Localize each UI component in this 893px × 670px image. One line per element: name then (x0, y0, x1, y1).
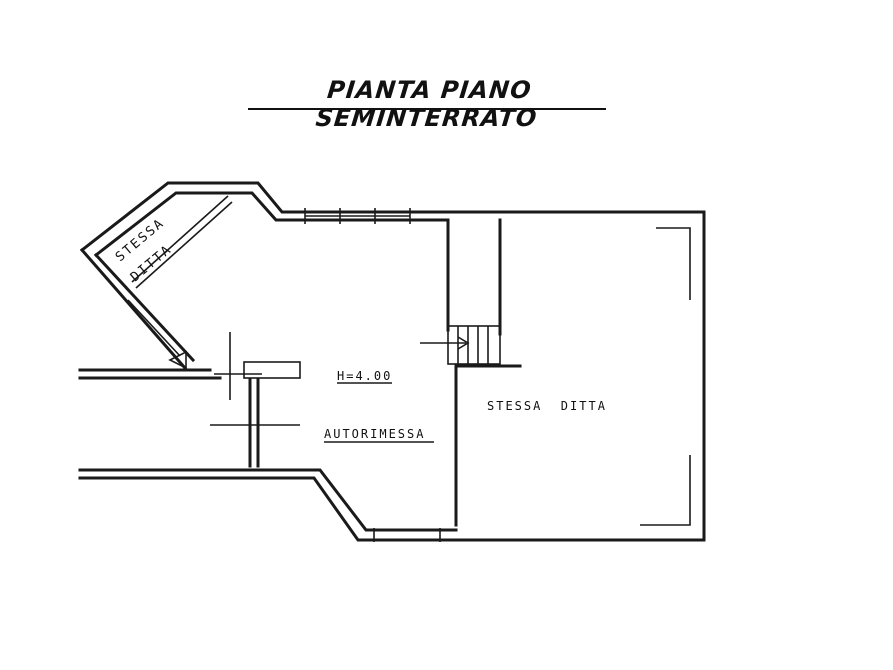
garage-label: AUTORIMESSA (324, 427, 425, 441)
stair (420, 325, 501, 365)
right-room-label: STESSA DITTA (487, 399, 607, 413)
height-label: H=4.00 (337, 369, 392, 383)
angled-room-walls (79, 181, 502, 371)
upper-window-marks (304, 208, 411, 224)
right-room-walls (438, 210, 706, 542)
title-underline (248, 108, 606, 110)
garage-walls (78, 332, 458, 542)
